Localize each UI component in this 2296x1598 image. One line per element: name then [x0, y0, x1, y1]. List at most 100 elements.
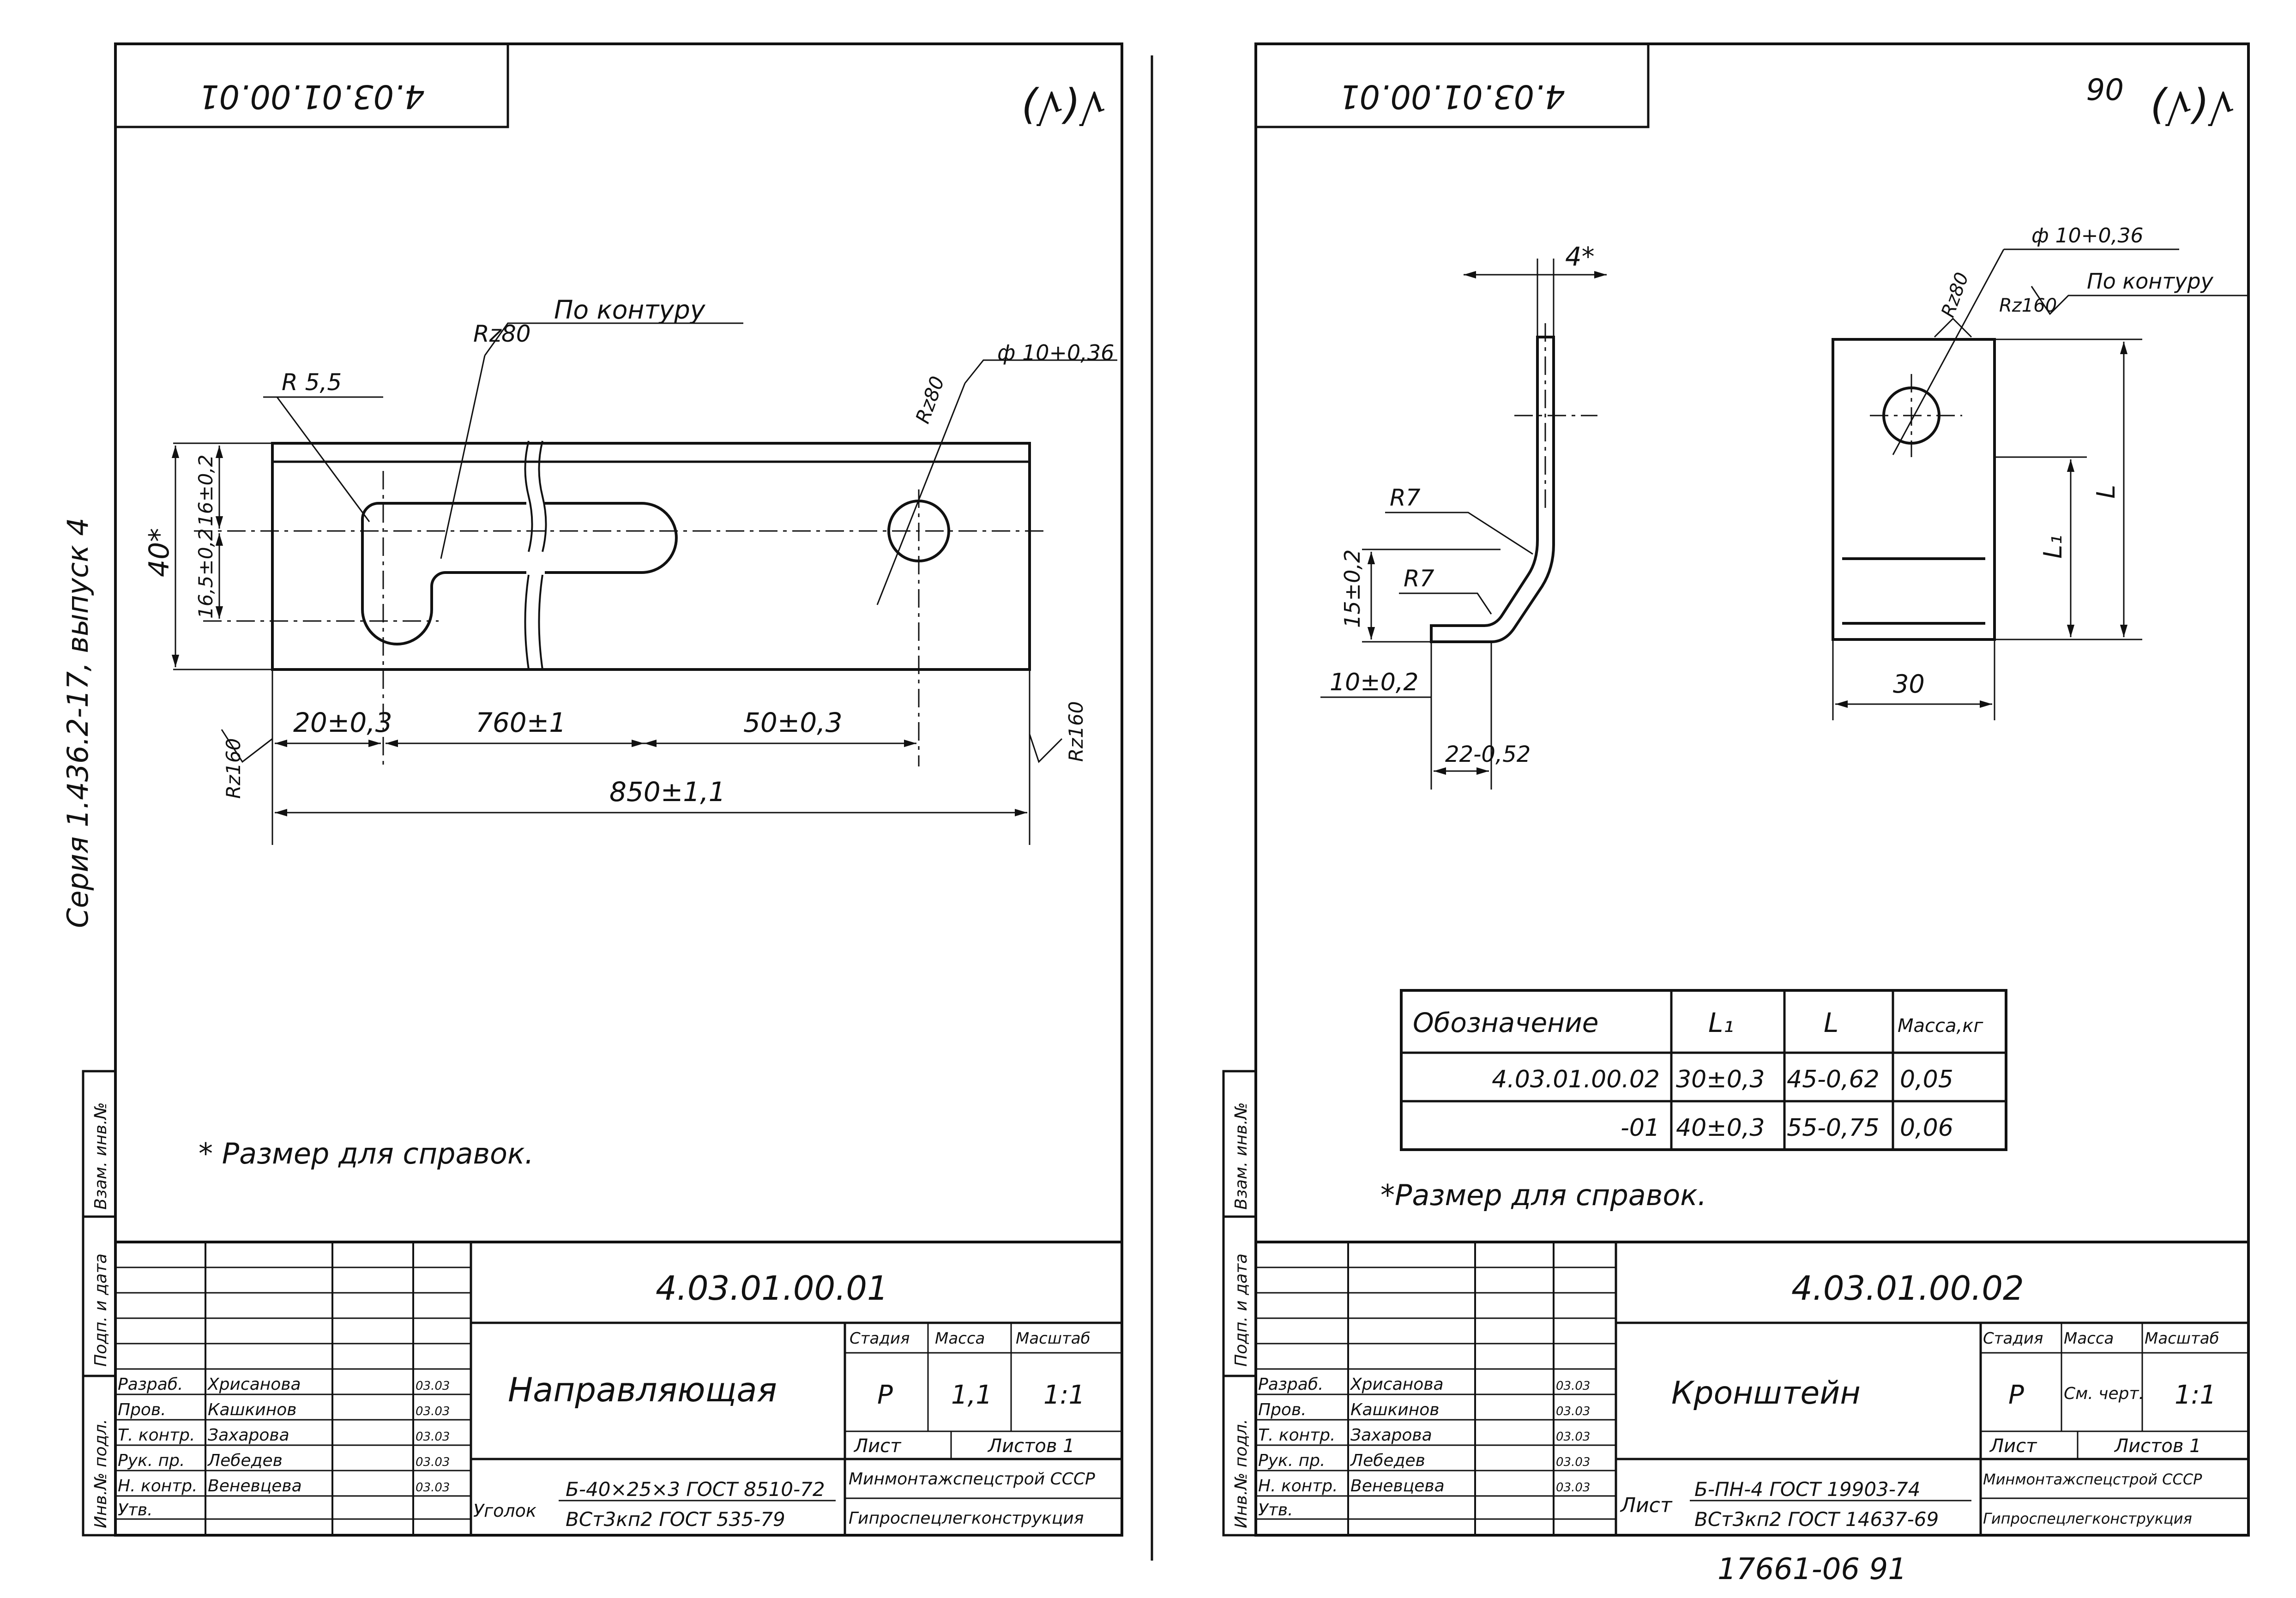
table-header-mass: Масса,кг — [1898, 1015, 1983, 1037]
sheet2-tb-sheets-h: Листов 1 — [2114, 1435, 2201, 1457]
sheet1-roughness: √(√) — [1020, 82, 1106, 131]
table-r0-c1: 30±0,3 — [1676, 1066, 1765, 1093]
sheet1-tb-mass-h: Масса — [935, 1329, 985, 1348]
sheet1-row-0-name: Хрисанова — [207, 1375, 301, 1394]
sheet2-tb-mass: См. черт. — [2064, 1384, 2144, 1403]
sheet2-row-2-role: Т. контр. — [1258, 1426, 1335, 1445]
sheet1-tb-stage: Р — [877, 1380, 893, 1410]
sheet2-tb-org1: Минмонтажспецстрой СССР — [1983, 1471, 2202, 1488]
sheet1-row-2-date: 03.03 — [416, 1430, 450, 1444]
sheet2-corner-box — [1254, 42, 1650, 128]
sheet1-tb-code: 4.03.01.00.01 — [656, 1269, 888, 1308]
sheet2-tb-mat-bottom: ВСт3кп2 ГОСТ 14637-69 — [1694, 1508, 1939, 1531]
sheet1-tb-name: Направляющая — [508, 1370, 777, 1409]
sheet1-corner-box — [114, 42, 509, 128]
bracket-side-view — [1320, 259, 1607, 790]
sheet2-tb-code: 4.03.01.00.02 — [1791, 1269, 2024, 1308]
sheet1-title-block — [115, 1241, 1122, 1535]
sheet1-tb-sheets-h: Листов 1 — [987, 1435, 1075, 1457]
sheet1-r55: R 5,5 — [282, 369, 342, 396]
sheet1-tb-scale: 1:1 — [1043, 1380, 1085, 1410]
sheet1-tb-org2: Гипроспецлегконструкция — [849, 1509, 1084, 1528]
rail-drawing — [194, 355, 1048, 766]
table-r0-c0: 4.03.01.00.02 — [1492, 1066, 1660, 1093]
table-header-l1: L₁ — [1708, 1007, 1734, 1038]
table-r1-c2: 55-0,75 — [1787, 1114, 1880, 1142]
sheet2-row-2-name: Захарова — [1350, 1426, 1432, 1445]
sheet2-dim15: 15±0,2 — [1340, 549, 1365, 628]
sheet1-row-0-role: Разраб. — [118, 1375, 183, 1394]
sheet1-row-0-date: 03.03 — [416, 1379, 450, 1393]
sheet1-tb-mat-bottom: ВСт3кп2 ГОСТ 535-79 — [566, 1508, 785, 1531]
sheet2-tb-mass-h: Масса — [2064, 1329, 2114, 1348]
sheet2-dim22: 22-0,52 — [1445, 742, 1531, 767]
table-r1-c0: -01 — [1621, 1114, 1660, 1142]
sheet1-contour-label: По контуру — [554, 295, 706, 325]
sheet1-dim50: 50±0,3 — [743, 707, 843, 738]
sheet2-dim4: 4* — [1565, 242, 1595, 272]
sheet1-rz160-l: Rz160 — [222, 738, 245, 799]
sheet1-dim165: 16,5±0,2 — [194, 528, 217, 619]
sheet2-dim10: 10±0,2 — [1330, 669, 1418, 696]
sheet2-row-0-name: Хрисанова — [1350, 1375, 1444, 1394]
sheet1-stamp-inv: Инв.№ подл. — [91, 1419, 110, 1528]
sheet1-dim16: 16±0,2 — [194, 455, 217, 526]
sheet2-tb-org2: Гипроспецлегконструкция — [1983, 1510, 2192, 1527]
sheet1-row-3-name: Лебедев — [207, 1451, 283, 1470]
sheet2-tb-stage: Р — [2008, 1380, 2024, 1410]
sheet2-side-stamp — [1222, 1070, 1257, 1537]
sheet2-tb-mat-top: Б-ПН-4 ГОСТ 19903-74 — [1694, 1478, 1920, 1501]
sheet2-stamp-podp: Подп. и дата — [1232, 1254, 1251, 1367]
sheet1-row-4-name: Веневцева — [208, 1477, 302, 1495]
sheet-2: Взам. инв.№ Подп. и дата Инв.№ подл. 4.0… — [1222, 42, 2250, 1586]
sheet1-tb-sheet-h: Лист — [853, 1435, 902, 1457]
sheet1-row-4-date: 03.03 — [416, 1481, 450, 1495]
sheet1-row-2-name: Захарова — [208, 1426, 289, 1445]
sheet2-tb-scale: 1:1 — [2175, 1380, 2216, 1410]
sheet1-row-4-role: Н. контр. — [118, 1477, 198, 1495]
sheet1-dim40: 40* — [143, 528, 175, 577]
sheet2-r7a: R7 — [1390, 484, 1421, 511]
sheet2-row-1-date: 03.03 — [1556, 1405, 1590, 1418]
sheet2-corner-num: 06 — [2086, 71, 2124, 105]
sheet1-tb-stage-h: Стадия — [850, 1329, 910, 1348]
sheet2-hole: ф 10+0,36 — [2031, 224, 2143, 247]
sheet2-row-4-name: Веневцева — [1350, 1477, 1445, 1495]
sheet2-ref-note: *Размер для справок. — [1380, 1178, 1706, 1212]
sheet2-row-1-name: Кашкинов — [1350, 1400, 1439, 1419]
sheet2-row-5-role: Утв. — [1258, 1501, 1293, 1520]
sheet2-row-0-role: Разраб. — [1258, 1375, 1323, 1394]
table-r0-c2: 45-0,62 — [1787, 1066, 1880, 1093]
sheet1-ref-note: * Размер для справок. — [199, 1137, 534, 1170]
sheet2-row-0-date: 03.03 — [1556, 1379, 1590, 1393]
sheet2-row-4-role: Н. контр. — [1258, 1477, 1338, 1495]
sheet2-stamp-inv: Инв.№ подл. — [1232, 1419, 1251, 1528]
sheet1-row-2-role: Т. контр. — [118, 1426, 195, 1445]
sheet2-row-3-name: Лебедев — [1350, 1451, 1425, 1470]
table-header-designation: Обозначение — [1413, 1007, 1598, 1038]
sheet1-stamp-vzam: Взам. инв.№ — [91, 1102, 110, 1210]
sheet1-row-1-role: Пров. — [118, 1400, 166, 1419]
sheet1-rz80-b: Rz80 — [911, 373, 949, 426]
sheet2-row-1-role: Пров. — [1258, 1400, 1307, 1419]
sheet1-rz80-a: Rz80 — [473, 320, 531, 347]
table-r0-c3: 0,05 — [1900, 1066, 1953, 1093]
sheet2-l1: L₁ — [2038, 535, 2067, 559]
rail-dimensions — [171, 322, 1117, 845]
table-header-l: L — [1824, 1007, 1838, 1038]
sheet2-row-3-date: 03.03 — [1556, 1455, 1590, 1469]
sheet1-row-3-date: 03.03 — [416, 1455, 450, 1469]
sheet1-tb-mass: 1,1 — [951, 1380, 992, 1410]
sheet2-title-block — [1256, 1241, 2248, 1535]
sheet1-frame — [114, 42, 1123, 1537]
sheet2-row-4-date: 03.03 — [1556, 1481, 1590, 1495]
sheet1-row-5-role: Утв. — [118, 1501, 153, 1520]
sheet2-r7b: R7 — [1404, 565, 1434, 592]
sheet1-tb-mat-top: Б-40×25×3 ГОСТ 8510-72 — [566, 1478, 825, 1501]
sheet1-hole: ф 10+0,36 — [997, 340, 1114, 365]
sheet1-signature-rows: Разраб. Хрисанова 03.03 Пров. Кашкинов 0… — [118, 1375, 450, 1520]
table-r1-c3: 0,06 — [1900, 1114, 1953, 1142]
sheet2-frame — [1254, 42, 2250, 1537]
table-r1-c1: 40±0,3 — [1676, 1114, 1765, 1142]
